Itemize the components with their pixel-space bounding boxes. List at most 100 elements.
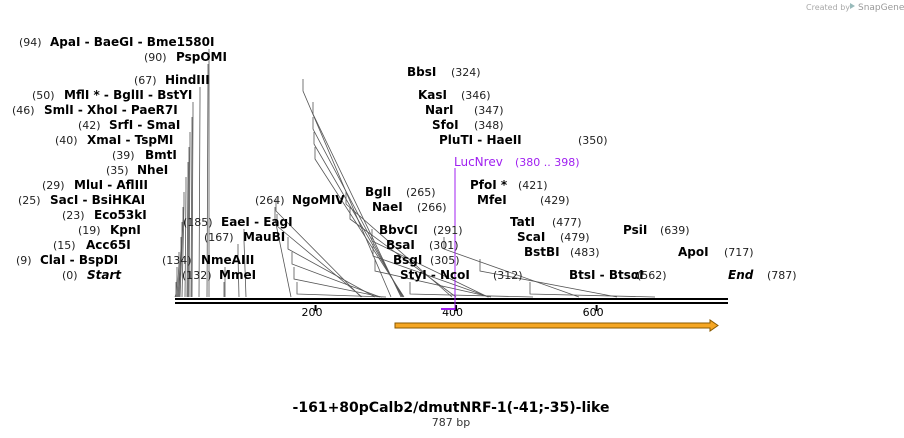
site-label-pluTI[interactable]: (350)PluTI - HaeII: [439, 133, 608, 147]
leader-line-bsaI: [291, 252, 381, 298]
site-label-nheI[interactable]: (35)NheI: [106, 163, 168, 177]
site-label-eco53kI[interactable]: (23)Eco53kI: [62, 208, 147, 222]
site-position: (46): [12, 104, 35, 117]
site-label-mflI[interactable]: (50)MflI * - BglII - BstYI: [32, 88, 192, 102]
leader-line-tatI: [371, 229, 489, 298]
site-labels: (9) ClaI - BspDI(0)Start (15)Acc65I(19)Kpn…: [12, 35, 797, 282]
site-enzyme-names: PfoI *: [470, 178, 508, 192]
site-label-mauBI[interactable]: (167)MauBI: [204, 230, 285, 244]
site-enzyme-names: BbsI: [407, 65, 436, 79]
site-enzyme-names: Eco53kI: [94, 208, 147, 222]
site-enzyme-names: BglI: [365, 185, 391, 199]
site-position: (15): [53, 239, 76, 252]
site-label-pspOMI[interactable]: (90)PspOMI: [144, 50, 227, 64]
leader-line-bbvCI: [287, 237, 376, 298]
site-label-narI[interactable]: (347)NarI: [425, 103, 504, 117]
site-enzyme-names: ClaI - BspDI: [40, 253, 118, 267]
site-label-xmaI[interactable]: (40)XmaI - TspMI: [55, 133, 173, 147]
site-label-styI[interactable]: (312)StyI - NcoI: [400, 268, 523, 282]
site-enzyme-names: ScaI: [517, 230, 545, 244]
site-label-pfoI[interactable]: (421) PfoI *: [470, 178, 548, 192]
site-label-bglI[interactable]: (265)BglI: [365, 185, 436, 199]
site-label-bsgI[interactable]: (305)BsgI: [393, 253, 460, 267]
site-label-apaI[interactable]: (94)ApaI - BaeGI - Bme1580I: [19, 35, 214, 49]
site-enzyme-names: KasI: [418, 88, 447, 102]
site-label-end[interactable]: (787)End: [728, 268, 797, 282]
site-label-naeI[interactable]: (266) NaeI: [372, 200, 447, 214]
site-enzyme-names: NaeI: [372, 200, 403, 214]
leader-line-bglI: [275, 199, 362, 298]
site-enzyme-names: PsiI: [623, 223, 647, 237]
primer-lucnrev[interactable]: LucNrev (380 .. 398): [441, 155, 580, 310]
site-label-bsaI[interactable]: (301)BsaI: [386, 238, 459, 252]
site-label-nmeAIII[interactable]: (134)NmeAIII: [162, 253, 254, 267]
site-label-mluI[interactable]: (29) MluI - AflIII: [42, 178, 148, 192]
site-position: (42): [78, 119, 101, 132]
site-enzyme-names: ApoI: [678, 245, 709, 259]
site-label-sfoI[interactable]: (348)SfoI: [432, 118, 504, 132]
site-label-start[interactable]: (0)Start: [62, 268, 122, 282]
site-position: (90): [144, 51, 167, 64]
leader-line-acc65I: [176, 252, 180, 298]
leader-line-pfoI: [345, 192, 453, 298]
site-position: (39): [112, 149, 135, 162]
site-position: (301): [429, 239, 459, 252]
scale-tick-label: 600: [583, 306, 604, 319]
site-enzyme-names: SrfI - SmaI: [109, 118, 180, 132]
site-label-sacI[interactable]: (25)SacI - BsiHKAI: [18, 193, 145, 207]
site-enzyme-names: MfeI: [477, 193, 507, 207]
site-enzyme-names: BstBI: [524, 245, 560, 259]
site-label-acc65I[interactable]: (15)Acc65I: [53, 238, 131, 252]
site-label-bstBI[interactable]: (483) BstBI: [524, 245, 600, 259]
scale-tick-label: 200: [302, 306, 323, 319]
site-position: (9): [16, 254, 32, 267]
site-label-bbsI[interactable]: (324)BbsI: [407, 65, 481, 79]
site-enzyme-names: KpnI: [110, 223, 141, 237]
site-position: (29): [42, 179, 65, 192]
site-label-mfeI[interactable]: (429)MfeI: [477, 193, 570, 207]
snapgene-logo-icon: [850, 3, 855, 9]
site-label-btsI[interactable]: (562)BtsI - BtsαI: [569, 268, 667, 282]
site-enzyme-names: SacI - BsiHKAI: [50, 193, 145, 207]
site-label-psiI[interactable]: (639)PsiI: [623, 223, 690, 237]
site-enzyme-names: TatI: [510, 215, 535, 229]
site-enzyme-names: MluI - AflIII: [74, 178, 148, 192]
site-label-eaeI[interactable]: (185)EaeI - EagI: [183, 215, 293, 229]
leader-line-pspOMI: [206, 64, 209, 298]
site-label-tatI[interactable]: (477) TatI: [510, 215, 582, 229]
leader-line-naeI: [276, 214, 363, 298]
site-label-srfI[interactable]: (42) SrfI - SmaI: [78, 118, 180, 132]
leader-line-smlI: [190, 117, 193, 298]
site-position: (717): [724, 246, 754, 259]
leader-line-styI: [296, 282, 387, 298]
site-position: (477): [552, 216, 582, 229]
site-enzyme-names: StyI - NcoI: [400, 268, 470, 282]
site-label-bbvCI[interactable]: (291)BbvCI: [379, 223, 463, 237]
site-label-bmtI[interactable]: (39) BmtI: [112, 148, 177, 162]
leader-line-eco53kI: [178, 222, 183, 298]
leader-line-srfI: [188, 132, 191, 298]
site-label-claI[interactable]: (9) ClaI - BspDI: [16, 253, 118, 267]
site-enzyme-names: SmlI - XhoI - PaeR7I: [44, 103, 178, 117]
leader-line-mfeI: [349, 207, 457, 298]
site-enzyme-names: BmtI: [145, 148, 177, 162]
site-label-kpnI[interactable]: (19)KpnI: [78, 223, 141, 237]
site-label-smlI[interactable]: (46) SmlI - XhoI - PaeR7I: [12, 103, 178, 117]
leader-line-bsgI: [293, 267, 383, 298]
site-label-mmeI[interactable]: (132)MmeI: [182, 268, 256, 282]
site-label-kasI[interactable]: (346)KasI: [418, 88, 491, 102]
site-position: (421): [518, 179, 548, 192]
site-position: (134): [162, 254, 192, 267]
leader-line-mflI: [191, 102, 194, 298]
site-label-ngoMIV[interactable]: (264)NgoMIV: [255, 193, 345, 207]
site-position: (347): [474, 104, 504, 117]
site-position: (483): [570, 246, 600, 259]
site-label-hindIII[interactable]: (67)HindIII: [134, 73, 210, 87]
site-position: (266): [417, 201, 447, 214]
leader-line-scaI: [372, 244, 490, 298]
feature-arrow[interactable]: [394, 319, 719, 332]
site-position: (562): [637, 269, 667, 282]
site-label-apoI[interactable]: (717) ApoI: [678, 245, 754, 259]
site-label-scaI[interactable]: (479)ScaI: [517, 230, 590, 244]
